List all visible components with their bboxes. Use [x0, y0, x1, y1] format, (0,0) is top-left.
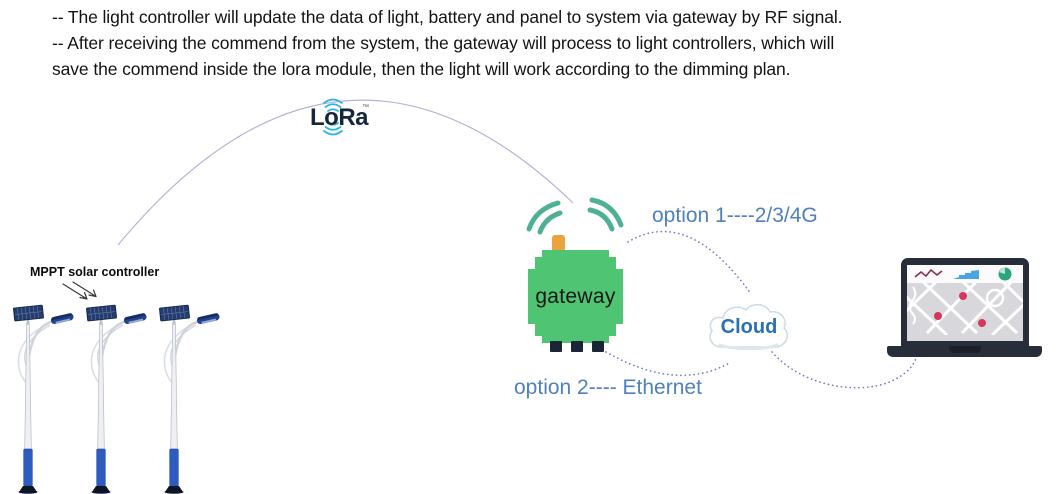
antenna-icon [552, 235, 565, 251]
dashboard-charts-strip [907, 265, 1023, 283]
lora-brand-text: LoRa [310, 104, 369, 131]
dotted-link-cloud-laptop [771, 351, 917, 389]
dotted-link-gateway-cloud-top [627, 230, 752, 295]
map-roundabout [985, 288, 1005, 308]
option2-ethernet-label: option 2---- Ethernet [514, 376, 702, 399]
lora-logo: LoRa ™ [298, 88, 394, 150]
option1-cellular-label: option 1----2/3/4G [652, 204, 818, 227]
description-text: -- The light controller will update the … [52, 5, 1012, 82]
map-river [908, 286, 917, 325]
description-line-2: -- After receiving the commend from the … [52, 32, 835, 53]
description-line-1: -- The light controller will update the … [52, 7, 843, 27]
gateway-foot [571, 341, 583, 352]
map-marker-icon [934, 292, 986, 327]
laptop-base [887, 346, 1042, 357]
rf-link-arc [117, 99, 574, 246]
mppt-controller-label: MPPT solar controller [30, 265, 160, 279]
gateway-label: gateway [535, 284, 616, 308]
lora-waves-icon [323, 98, 343, 136]
description-line-3: save the commend inside the lora module,… [52, 58, 791, 79]
gateway-foot [592, 341, 604, 352]
dotted-link-gateway-cloud-bottom [605, 351, 732, 377]
pie-chart-icon [998, 267, 1012, 281]
map-icon [907, 283, 1023, 341]
lora-trademark: ™ [362, 104, 369, 111]
area-chart-icon [953, 270, 979, 279]
laptop-icon [901, 258, 1029, 346]
cloud-shape [709, 303, 788, 351]
laptop-hinge-notch [948, 346, 981, 353]
gateway-box: gateway [528, 250, 623, 343]
signal-waves-icon [526, 197, 624, 235]
line-chart-icon [914, 268, 943, 278]
gateway-foot [550, 341, 562, 352]
cloud-label: Cloud [720, 316, 778, 338]
street-light-icon [158, 303, 222, 494]
cloud-icon: Cloud [704, 296, 794, 360]
mppt-arrow-icon [62, 281, 97, 300]
